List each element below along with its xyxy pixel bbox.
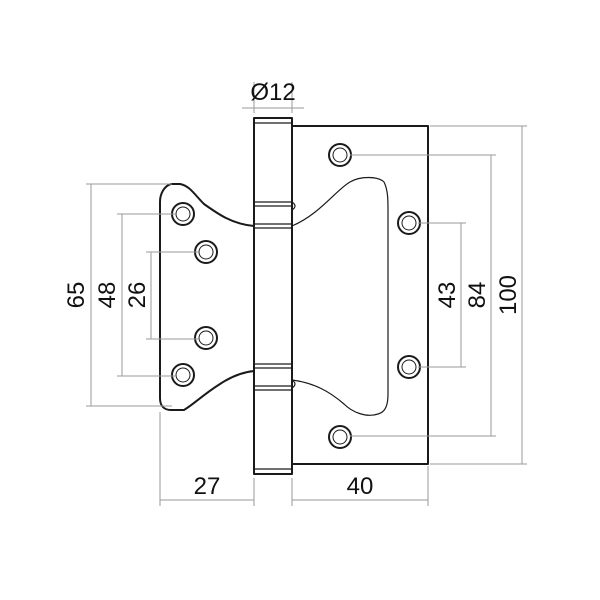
screw-hole xyxy=(194,240,218,264)
right-outer-dimension xyxy=(350,154,496,437)
pin-diameter-dimension xyxy=(242,82,304,113)
dimension-labels: Ø12 27 40 65 48 26 43 84 100 xyxy=(63,79,522,500)
pin-diameter-label: Ø12 xyxy=(250,79,295,106)
left-inner-dimension xyxy=(146,251,198,340)
left-leaf-width-dimension xyxy=(159,412,255,506)
hinge-body xyxy=(159,117,429,475)
screw-hole xyxy=(194,326,218,350)
screw-hole xyxy=(328,143,352,167)
left-leaf-holes xyxy=(171,202,218,387)
right-leaf-holes xyxy=(328,143,421,449)
hinge-barrel xyxy=(253,117,296,475)
right-inner-label: 43 xyxy=(434,282,461,309)
overall-height-dimension xyxy=(430,125,527,465)
right-leaf-cutout xyxy=(291,176,389,416)
left-leaf xyxy=(159,183,255,411)
screw-hole xyxy=(397,211,421,235)
right-outer-label: 84 xyxy=(464,282,491,309)
right-inner-dimension xyxy=(418,222,466,368)
screw-hole xyxy=(171,202,195,226)
right-leaf xyxy=(291,125,429,465)
left-middle-dimension xyxy=(117,213,175,377)
overall-height-label: 100 xyxy=(495,275,522,315)
screw-hole xyxy=(171,363,195,387)
screw-hole xyxy=(328,425,352,449)
right-leaf-width-label: 40 xyxy=(347,473,374,500)
dimension-lines xyxy=(86,82,527,506)
right-leaf-width-dimension xyxy=(291,466,429,506)
left-inner-label: 26 xyxy=(124,282,151,309)
left-middle-label: 48 xyxy=(94,282,121,309)
screw-hole xyxy=(397,355,421,379)
left-outer-dimension xyxy=(86,183,172,407)
left-outer-label: 65 xyxy=(63,282,90,309)
left-leaf-width-label: 27 xyxy=(194,473,221,500)
